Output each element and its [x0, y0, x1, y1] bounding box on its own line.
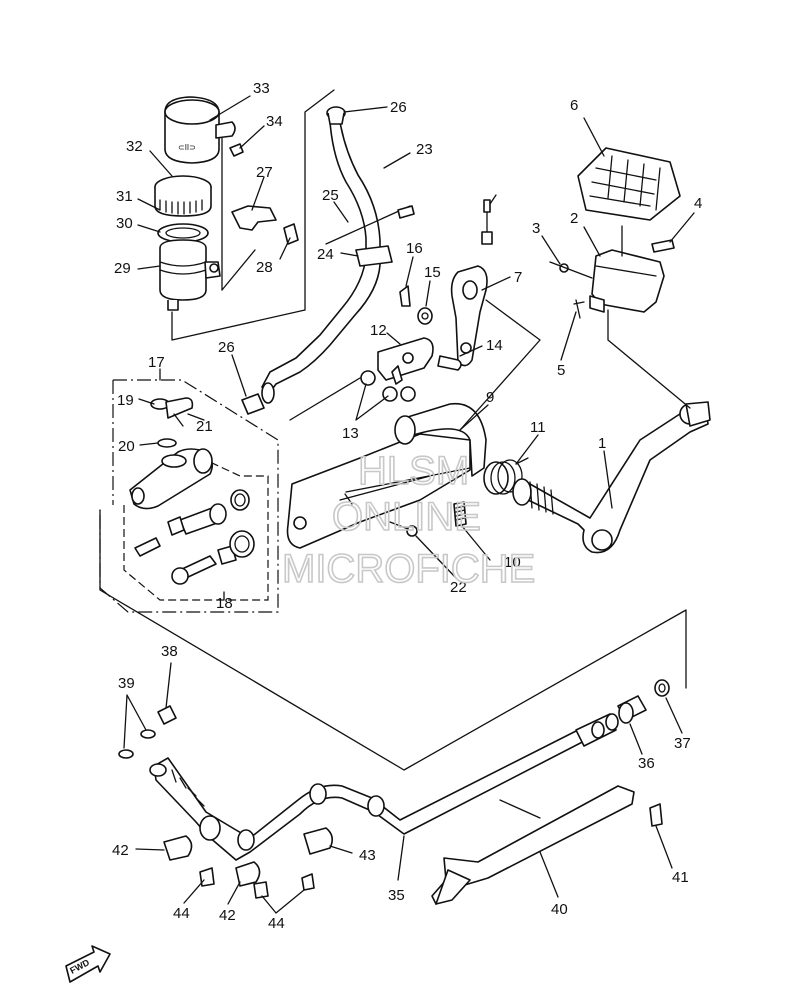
fwd-arrow-icon: FWD	[65, 945, 111, 983]
clip-43	[303, 827, 334, 855]
callout-26-top: 26	[390, 99, 407, 116]
reservoir-hose-23	[261, 121, 381, 396]
callout-12: 12	[370, 322, 387, 339]
callout-25: 25	[322, 187, 339, 204]
callout-32: 32	[126, 138, 143, 155]
callout-16: 16	[406, 240, 423, 257]
bracket-27	[231, 205, 277, 231]
callout-39: 39	[118, 675, 135, 692]
callout-13: 13	[342, 425, 359, 442]
spring-11	[483, 457, 529, 495]
callout-40: 40	[551, 901, 568, 918]
callout-20: 20	[118, 438, 135, 455]
callout-7: 7	[514, 269, 522, 286]
callout-43: 43	[359, 847, 376, 864]
reservoir-assembly: ⊂II⊃	[154, 89, 335, 341]
hose-clamp-24	[355, 245, 393, 267]
pedal-cover-6	[577, 147, 681, 221]
callout-28: 28	[256, 259, 273, 276]
clip-42b	[235, 861, 261, 887]
pedal-arm-assembly	[512, 147, 711, 554]
callout-1: 1	[598, 435, 606, 452]
callout-4: 4	[694, 195, 702, 212]
callout-33: 33	[253, 80, 270, 97]
clip-42a	[163, 835, 193, 861]
lever-7	[450, 265, 488, 367]
callout-5: 5	[557, 362, 565, 379]
callout-35: 35	[388, 887, 405, 904]
callout-30: 30	[116, 215, 133, 232]
callout-19: 19	[117, 392, 134, 409]
watermark-line-1: HLSM	[358, 449, 469, 493]
callout-23: 23	[416, 141, 433, 158]
svg-text:⊂II⊃: ⊂II⊃	[178, 143, 196, 152]
reservoir-body-29	[159, 239, 207, 301]
callout-22: 22	[450, 579, 467, 596]
callout-leaders	[123, 95, 695, 914]
hose-guard-40	[431, 785, 635, 905]
callout-36: 36	[638, 755, 655, 772]
callout-31: 31	[116, 188, 133, 205]
callout-29: 29	[114, 260, 131, 277]
brake-pedal-assembly	[286, 199, 541, 549]
brake-hose-assembly	[99, 509, 687, 861]
callout-27: 27	[256, 164, 273, 181]
callout-26-lower: 26	[218, 339, 235, 356]
callout-10: 10	[504, 554, 521, 571]
callout-9: 9	[486, 389, 494, 406]
callout-15: 15	[424, 264, 441, 281]
hose-guard-assembly	[163, 785, 663, 905]
pivot-shaft-9	[397, 402, 487, 477]
kit-box-18	[123, 461, 269, 601]
callout-21: 21	[196, 418, 213, 435]
callout-3: 3	[532, 220, 540, 237]
callout-11: 11	[530, 419, 546, 436]
watermark-line-2: ONLINE	[332, 495, 481, 539]
callout-41: 41	[672, 869, 689, 886]
callout-2: 2	[570, 210, 578, 227]
watermark: HLSM ONLINE MICROFICHE	[281, 448, 536, 592]
callout-42-right: 42	[219, 907, 236, 924]
callout-24: 24	[317, 246, 334, 263]
callout-labels: 33 34 32 31 30 29 27 28 26 23 25 24 16 1…	[112, 80, 702, 932]
callout-38: 38	[161, 643, 178, 660]
watermark-line-3: MICROFICHE	[282, 547, 535, 591]
callout-44-right: 44	[268, 915, 285, 932]
master-cylinder-group	[99, 379, 279, 613]
callout-14: 14	[486, 337, 503, 354]
callout-37: 37	[674, 735, 691, 752]
callout-6: 6	[570, 97, 578, 114]
callout-18: 18	[216, 595, 233, 612]
callout-42-left: 42	[112, 842, 129, 859]
callout-34: 34	[266, 113, 283, 130]
hose-clamp-26-lower	[241, 393, 265, 415]
callout-17: 17	[148, 354, 165, 371]
reservoir-hose-assembly	[241, 106, 415, 415]
pedal-arm-1	[519, 407, 709, 554]
callout-44-left: 44	[173, 905, 190, 922]
